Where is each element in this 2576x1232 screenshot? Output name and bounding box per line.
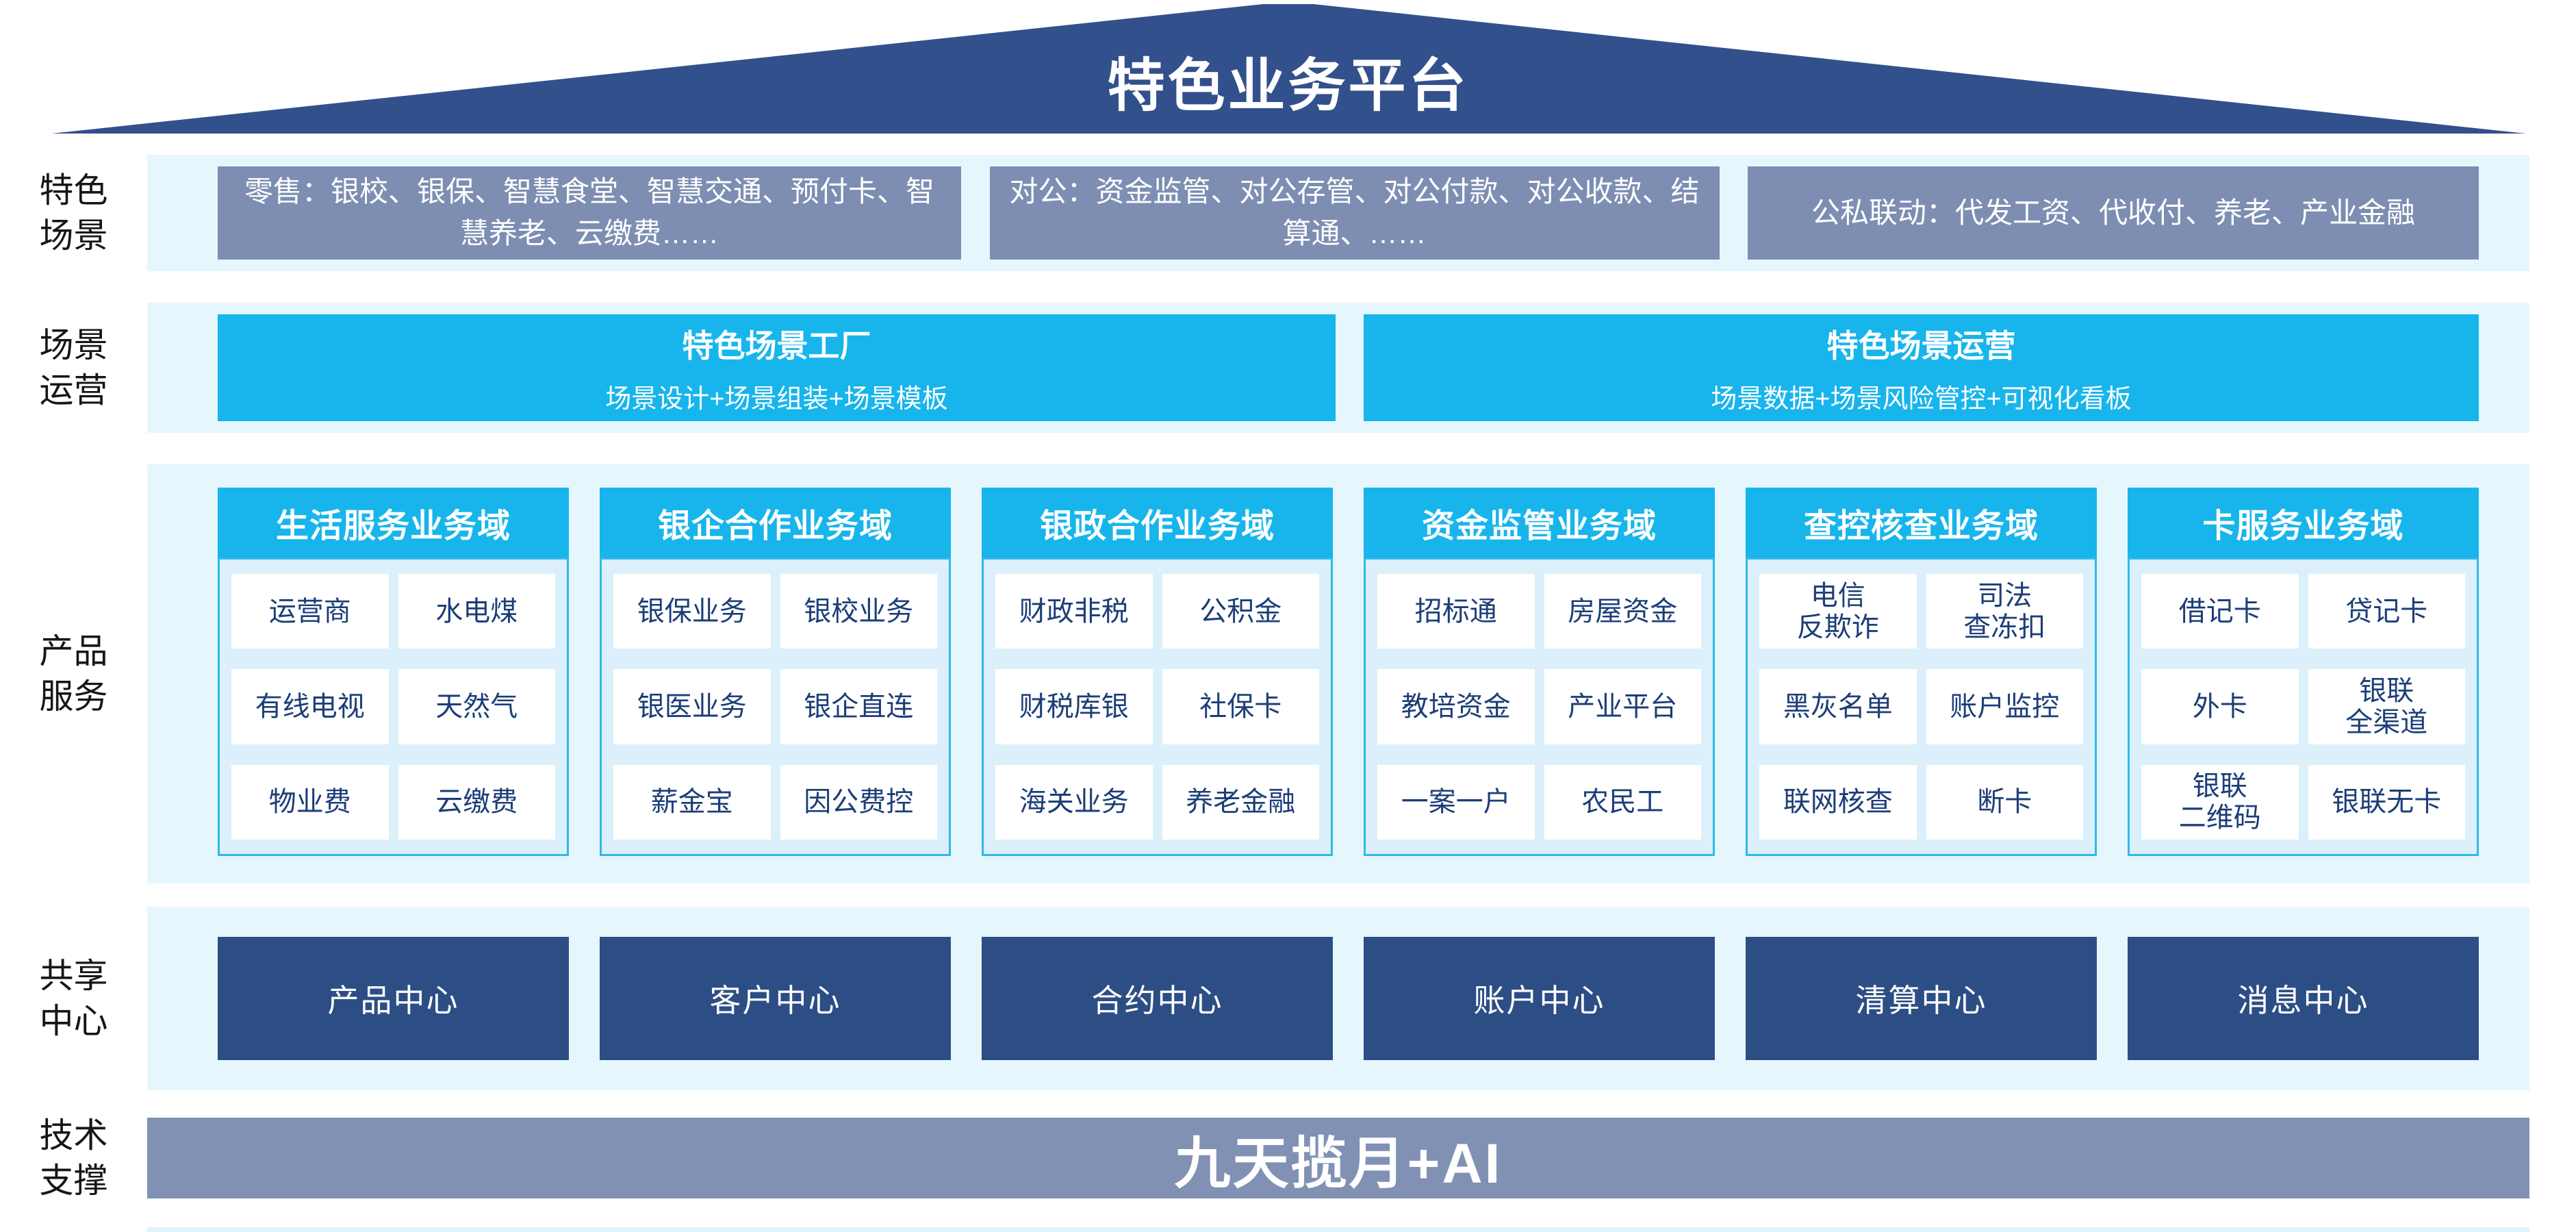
domain-item: 云缴费 xyxy=(398,764,555,840)
center-box-customer: 客户中心 xyxy=(600,937,951,1060)
row-scenario-operations: 特色场景工厂 场景设计+场景组装+场景模板 特色场景运营 场景数据+场景风险管控… xyxy=(147,303,2529,433)
domain-header: 查控核查业务域 xyxy=(1746,488,2097,557)
domain-item: 运营商 xyxy=(231,574,389,649)
bottom-accent-strip xyxy=(147,1227,2529,1232)
center-box-clearing: 清算中心 xyxy=(1746,937,2097,1060)
domain-item: 银联 二维码 xyxy=(2141,764,2299,840)
domain-item: 薪金宝 xyxy=(613,764,771,840)
domain-header: 资金监管业务域 xyxy=(1364,488,1715,557)
roof-shape xyxy=(51,4,2526,134)
domain-item: 社保卡 xyxy=(1162,669,1319,744)
domain-column-fund-supervision: 资金监管业务域 招标通 房屋资金 教培资金 产业平台 一案一户 农民工 xyxy=(1364,488,1715,856)
domain-item: 海关业务 xyxy=(995,764,1153,840)
center-box-account: 账户中心 xyxy=(1364,937,1715,1060)
side-label-products: 产品 服务 xyxy=(39,632,108,716)
domain-header: 银企合作业务域 xyxy=(600,488,951,557)
row-special-scenarios: 零售：银校、银保、智慧食堂、智慧交通、预付卡、智慧养老、云缴费…… 对公：资金监… xyxy=(147,155,2529,271)
domain-column-bank-enterprise: 银企合作业务域 银保业务 银校业务 银医业务 银企直连 薪金宝 因公费控 xyxy=(600,488,951,856)
domain-column-bank-government: 银政合作业务域 财政非税 公积金 财税库银 社保卡 海关业务 养老金融 xyxy=(982,488,1333,856)
scenario-factory-title: 特色场景工厂 xyxy=(682,327,871,364)
domain-item: 水电煤 xyxy=(398,574,555,649)
domain-item: 电信 反欺诈 xyxy=(1759,574,1917,649)
domain-body: 招标通 房屋资金 教培资金 产业平台 一案一户 农民工 xyxy=(1364,557,1715,856)
scenario-operation-box: 特色场景运营 场景数据+场景风险管控+可视化看板 xyxy=(1364,314,2479,421)
domain-item: 有线电视 xyxy=(231,669,389,744)
domain-item: 招标通 xyxy=(1377,574,1535,649)
domain-item: 财税库银 xyxy=(995,669,1153,744)
domain-item: 黑灰名单 xyxy=(1759,669,1917,744)
domain-item: 银联无卡 xyxy=(2308,764,2465,840)
domain-item: 教培资金 xyxy=(1377,669,1535,744)
domain-item: 银校业务 xyxy=(780,574,937,649)
center-box-message: 消息中心 xyxy=(2128,937,2479,1060)
center-box-contract: 合约中心 xyxy=(982,937,1333,1060)
domain-item: 房屋资金 xyxy=(1544,574,1701,649)
domain-item: 银医业务 xyxy=(613,669,771,744)
row-shared-centers: 产品中心 客户中心 合约中心 账户中心 清算中心 消息中心 xyxy=(147,907,2529,1090)
domain-item: 外卡 xyxy=(2141,669,2299,744)
domain-item: 银联 全渠道 xyxy=(2308,669,2465,744)
domain-item: 天然气 xyxy=(398,669,555,744)
domain-item: 公积金 xyxy=(1162,574,1319,649)
domain-item: 断卡 xyxy=(1926,764,2083,840)
side-label-operations: 场景 运营 xyxy=(39,326,108,410)
domain-item: 银保业务 xyxy=(613,574,771,649)
domain-item: 因公费控 xyxy=(780,764,937,840)
side-label-centers: 共享 中心 xyxy=(39,957,108,1040)
domain-item: 账户监控 xyxy=(1926,669,2083,744)
domain-item: 联网核查 xyxy=(1759,764,1917,840)
domain-item: 借记卡 xyxy=(2141,574,2299,649)
domain-body: 电信 反欺诈 司法 查冻扣 黑灰名单 账户监控 联网核查 断卡 xyxy=(1746,557,2097,856)
domain-body: 借记卡 贷记卡 外卡 银联 全渠道 银联 二维码 银联无卡 xyxy=(2128,557,2479,856)
scenario-box-retail: 零售：银校、银保、智慧食堂、智慧交通、预付卡、智慧养老、云缴费…… xyxy=(218,166,961,260)
scenario-box-public-private: 公私联动：代发工资、代收付、养老、产业金融 xyxy=(1748,166,2479,260)
center-box-product: 产品中心 xyxy=(218,937,569,1060)
domain-item: 养老金融 xyxy=(1162,764,1319,840)
domain-header: 生活服务业务域 xyxy=(218,488,569,557)
platform-title: 特色业务平台 xyxy=(1107,53,1469,118)
scenario-operation-title: 特色场景运营 xyxy=(1826,327,2016,364)
domain-column-card-services: 卡服务业务域 借记卡 贷记卡 外卡 银联 全渠道 银联 二维码 银联无卡 xyxy=(2128,488,2479,856)
domain-item: 银企直连 xyxy=(780,669,937,744)
scenario-operation-subtitle: 场景数据+场景风险管控+可视化看板 xyxy=(1711,384,2132,414)
tech-support-bar: 九天揽月+AI xyxy=(147,1118,2529,1198)
domain-body: 财政非税 公积金 财税库银 社保卡 海关业务 养老金融 xyxy=(982,557,1333,856)
domain-item: 司法 查冻扣 xyxy=(1926,574,2083,649)
scenario-factory-box: 特色场景工厂 场景设计+场景组装+场景模板 xyxy=(218,314,1336,421)
domain-column-life-services: 生活服务业务域 运营商 水电煤 有线电视 天然气 物业费 云缴费 xyxy=(218,488,569,856)
domain-column-inquiry-control: 查控核查业务域 电信 反欺诈 司法 查冻扣 黑灰名单 账户监控 联网核查 断卡 xyxy=(1746,488,2097,856)
side-label-scenarios: 特色 场景 xyxy=(39,171,108,255)
domain-item: 一案一户 xyxy=(1377,764,1535,840)
domain-header: 卡服务业务域 xyxy=(2128,488,2479,557)
scenario-factory-subtitle: 场景设计+场景组装+场景模板 xyxy=(605,384,948,414)
scenario-box-corporate: 对公：资金监管、对公存管、对公付款、对公收款、结算通、…… xyxy=(989,166,1720,260)
row-product-services: 生活服务业务域 运营商 水电煤 有线电视 天然气 物业费 云缴费 银企合作业务域… xyxy=(147,464,2529,883)
domain-item: 财政非税 xyxy=(995,574,1153,649)
domain-item: 物业费 xyxy=(231,764,389,840)
domain-header: 银政合作业务域 xyxy=(982,488,1333,557)
domain-item: 农民工 xyxy=(1544,764,1701,840)
domain-item: 产业平台 xyxy=(1544,669,1701,744)
domain-body: 银保业务 银校业务 银医业务 银企直连 薪金宝 因公费控 xyxy=(600,557,951,856)
domain-item: 贷记卡 xyxy=(2308,574,2465,649)
domain-body: 运营商 水电煤 有线电视 天然气 物业费 云缴费 xyxy=(218,557,569,856)
side-label-tech-support: 技术 支撑 xyxy=(39,1116,108,1200)
